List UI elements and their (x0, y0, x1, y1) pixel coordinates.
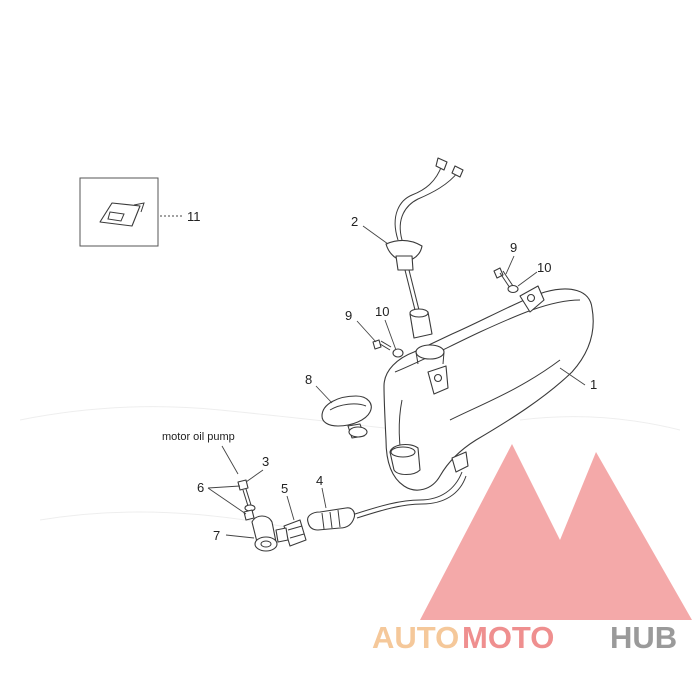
callout-6: 6 (197, 480, 204, 495)
callout-8: 8 (305, 372, 312, 387)
callout-10-middle: 10 (375, 304, 389, 319)
leader-lines (207, 225, 586, 539)
callout-5: 5 (281, 481, 288, 496)
pump-fitting (251, 515, 289, 552)
callout-9-middle: 9 (345, 308, 352, 323)
oil-tank (383, 285, 594, 491)
watermark-hub: HUB (610, 620, 677, 655)
callout-1: 1 (590, 377, 597, 392)
watermark-triangle-outer (420, 444, 692, 620)
oil-level-sensor (385, 157, 464, 339)
callout-2: 2 (351, 214, 358, 229)
inline-filter (307, 507, 356, 531)
callout-10-upper: 10 (537, 260, 551, 275)
callout-9-upper: 9 (510, 240, 517, 255)
watermark-auto: AUTO (372, 620, 459, 655)
bolt-upper (493, 267, 519, 294)
motor-oil-pump-label: motor oil pump (162, 431, 235, 443)
callout-7: 7 (213, 528, 220, 543)
callout-3: 3 (262, 454, 269, 469)
clip-detail-box (79, 177, 184, 247)
watermark-wordmark: AUTO MOTO HUB (372, 620, 677, 655)
callout-11: 11 (187, 209, 201, 224)
callout-4: 4 (316, 473, 323, 488)
bolt-middle (372, 339, 404, 358)
watermark-moto: MOTO (462, 620, 554, 655)
watermark-logo (420, 444, 692, 620)
filler-cap (321, 395, 372, 439)
oil-hose (354, 471, 463, 515)
clip-part (99, 202, 141, 227)
pump-bolts (237, 479, 256, 521)
